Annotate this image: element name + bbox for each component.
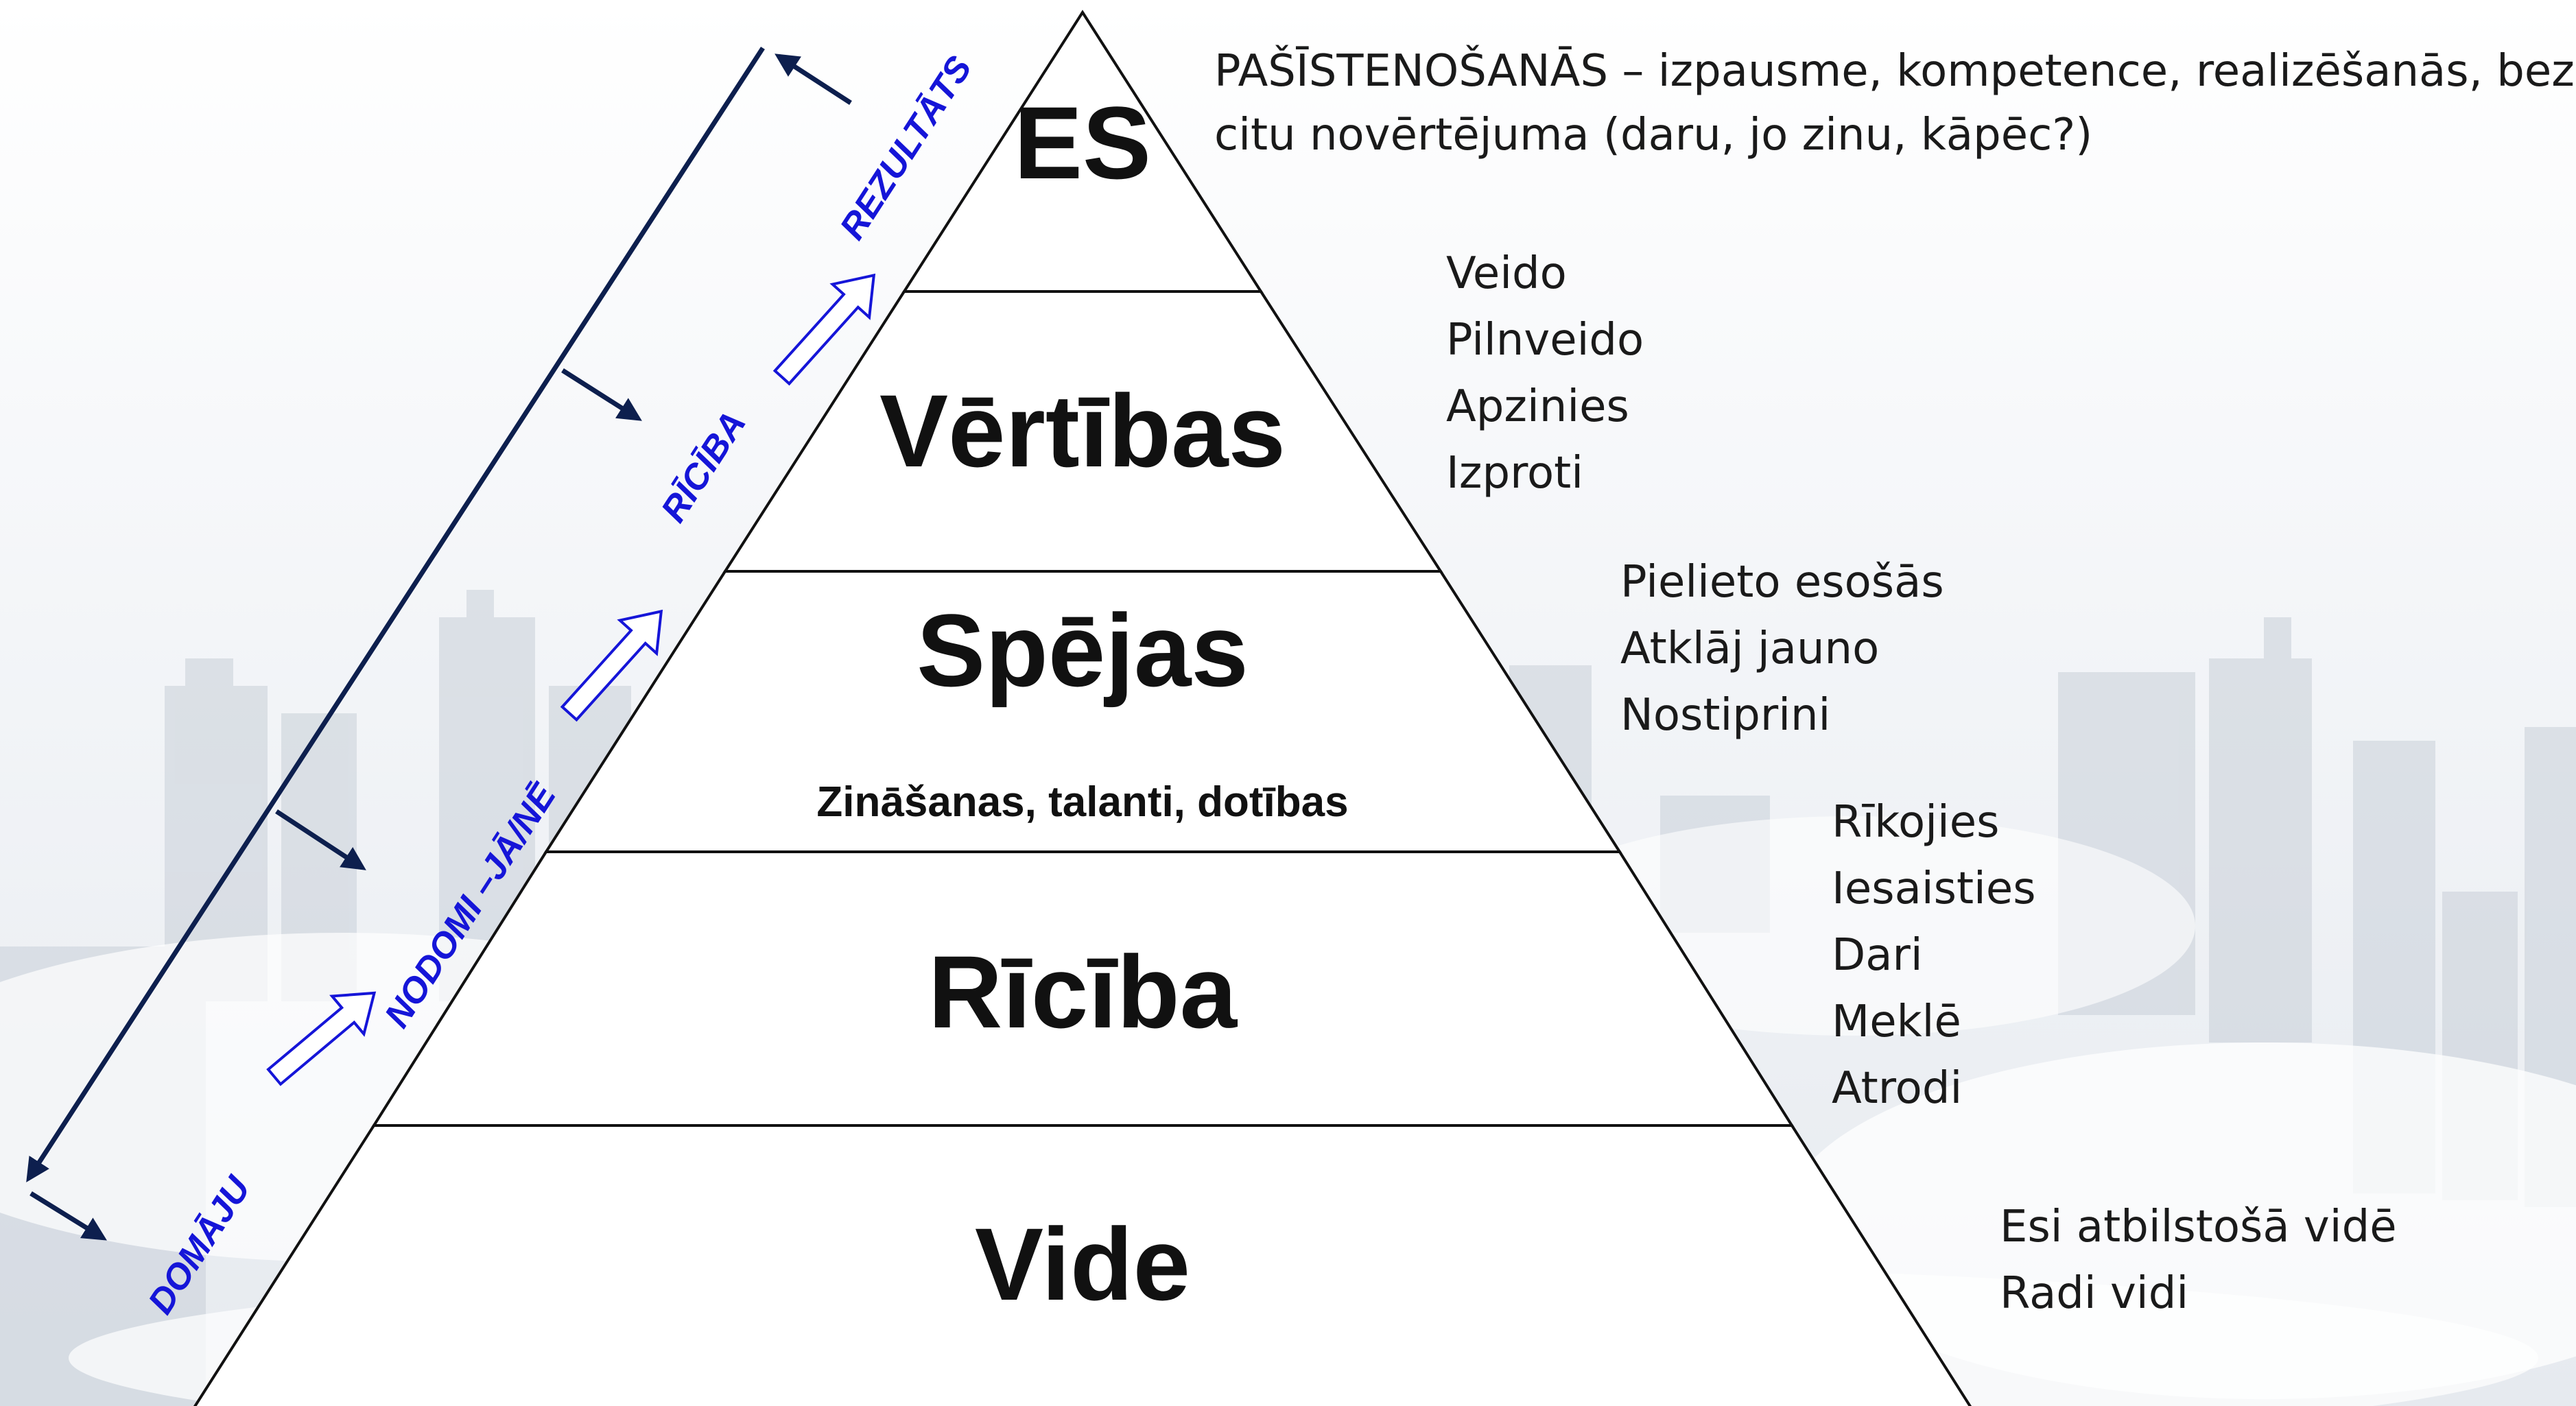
description-line: Iesaisties: [1832, 863, 2036, 914]
description-line: Atklāj jauno: [1620, 623, 1879, 674]
tier-label-es: ES: [1014, 85, 1151, 200]
description-line: PAŠĪSTENOŠANĀS – izpausme, kompetence, r…: [1214, 45, 2575, 97]
tier-vide: [193, 1124, 1972, 1406]
hollow-right-arrow-icon: [772, 273, 876, 386]
hollow-right-arrow-icon: [266, 991, 377, 1086]
description-line: Pielieto esošās: [1620, 557, 1944, 608]
description-line: Veido: [1446, 248, 1567, 299]
description-line: citu novērtējuma (daru, jo zinu, kāpēc?): [1214, 110, 2092, 160]
tier-sublabel-spejas: Zināšanas, talanti, dotības: [816, 778, 1348, 826]
description-line: Nostiprini: [1620, 690, 1830, 741]
tier-label-spejas: Spējas: [917, 593, 1249, 708]
bracket-tick-nodomi: [275, 809, 366, 870]
description-vide: Esi atbilstošā vidē Radi vidi: [2000, 1202, 2397, 1319]
description-line: Dari: [1832, 930, 1923, 981]
tier-label-vide: Vide: [975, 1206, 1190, 1322]
bracket-tick-domaju: [29, 1191, 107, 1241]
tier-label-vertibas: Vērtības: [879, 373, 1286, 488]
tier-label-riciba: Rīcība: [928, 934, 1238, 1049]
progress-bracket: [26, 47, 852, 1241]
description-spejas: Pielieto esošās Atklāj jauno Nostiprini: [1620, 557, 1944, 741]
description-line: Atrodi: [1832, 1063, 1962, 1114]
bracket-tick-riciba: [561, 368, 642, 421]
description-line: Esi atbilstošā vidē: [2000, 1202, 2397, 1252]
description-vertibas: Veido Pilnveido Apzinies Izproti: [1446, 248, 1644, 499]
description-line: Rīkojies: [1832, 797, 1999, 848]
pyramid: [193, 10, 1972, 1406]
description-line: Apzinies: [1446, 381, 1629, 432]
description-riciba: Rīkojies Iesaisties Dari Meklē Atrodi: [1832, 797, 2036, 1114]
description-es: PAŠĪSTENOŠANĀS – izpausme, kompetence, r…: [1214, 45, 2575, 160]
description-line: Meklē: [1832, 997, 1961, 1047]
bracket-top-tick: [775, 53, 852, 105]
description-line: Radi vidi: [2000, 1268, 2188, 1319]
description-line: Izproti: [1446, 448, 1583, 499]
hollow-right-arrow-icon: [560, 609, 663, 722]
bracket-main-line: [26, 47, 765, 1182]
stage-arrows: [266, 273, 876, 1086]
description-line: Pilnveido: [1446, 315, 1644, 366]
